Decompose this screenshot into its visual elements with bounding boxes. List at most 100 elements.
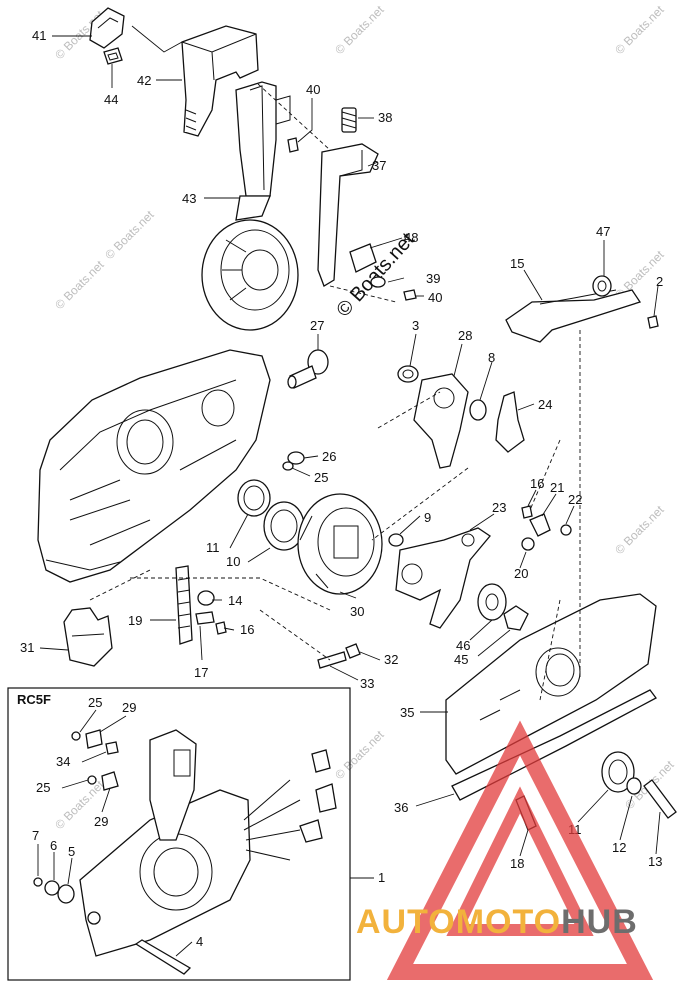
watermark-text: © Boats.net — [612, 502, 667, 557]
part-16-screw — [215, 621, 227, 635]
callout-1: 1 — [378, 870, 385, 885]
callout-32: 32 — [384, 652, 398, 667]
part-29-link — [101, 771, 119, 791]
callout-14: 14 — [228, 593, 242, 608]
callout-6: 6 — [50, 838, 57, 853]
callout-31: 31 — [20, 640, 34, 655]
part-17-plate — [195, 611, 215, 625]
callout-39: 39 — [426, 271, 440, 286]
callout-33: 33 — [360, 676, 374, 691]
callout-10: 10 — [226, 554, 240, 569]
part-25-clip — [282, 461, 294, 471]
part-43-lever-arm — [235, 81, 277, 197]
watermark-text: © Boats.net — [332, 727, 387, 782]
callout-26: 26 — [322, 449, 336, 464]
part-9-roller — [388, 533, 404, 547]
callout-7: 7 — [32, 828, 39, 843]
part-32-nut — [345, 643, 361, 659]
callout-4: 4 — [196, 934, 203, 949]
callout-20: 20 — [514, 566, 528, 581]
part-31-bracket — [63, 607, 113, 667]
part-21-spring — [529, 513, 551, 537]
logo-part-moto: MOTO — [455, 903, 562, 941]
callout-22: 22 — [568, 492, 582, 507]
part-40-bolt — [403, 289, 417, 301]
part-16-screw — [521, 505, 533, 519]
callout-3: 3 — [412, 318, 419, 333]
part-11-ring — [601, 751, 635, 793]
callout-19: 19 — [128, 613, 142, 628]
part-5-bushing — [57, 884, 75, 904]
logo-part-hub: HUB — [561, 903, 638, 941]
part-29-link — [85, 729, 103, 749]
callout-12: 12 — [612, 840, 626, 855]
callout-37: 37 — [372, 158, 386, 173]
callout-8: 8 — [488, 350, 495, 365]
part-46-gear — [477, 583, 507, 621]
part-6-washer — [44, 880, 60, 896]
part-24-cam — [495, 391, 525, 453]
callout-36: 36 — [394, 800, 408, 815]
part-35-cover — [445, 593, 657, 775]
part-15-lever — [505, 289, 642, 343]
watermark-text: © Boats.net — [52, 257, 107, 312]
part-39-washer — [370, 276, 386, 288]
watermark-text: © Boats.net — [102, 207, 157, 262]
callout-35: 35 — [400, 705, 414, 720]
callout-24: 24 — [538, 397, 552, 412]
callout-11: 11 — [206, 540, 220, 555]
callout-29: 29 — [94, 814, 108, 829]
part-11-ring — [237, 479, 271, 517]
callout-45: 45 — [454, 652, 468, 667]
part-20-bushing — [521, 537, 535, 551]
part-43-hub — [201, 219, 299, 331]
part-housing — [37, 349, 271, 583]
part-28-bracket — [413, 373, 469, 469]
callout-21: 21 — [550, 480, 564, 495]
part-25-clip — [71, 731, 81, 741]
watermark-text: © Boats.net — [612, 2, 667, 57]
callout-40: 40 — [428, 290, 442, 305]
callout-28: 28 — [458, 328, 472, 343]
part-33-bolt — [317, 651, 347, 669]
callout-2: 2 — [656, 274, 663, 289]
part-25-clip — [87, 775, 97, 785]
callout-13: 13 — [648, 854, 662, 869]
callout-30: 30 — [350, 604, 364, 619]
part-40-screw — [287, 137, 299, 153]
callout-29: 29 — [122, 700, 136, 715]
callout-38: 38 — [378, 110, 392, 125]
callout-42: 42 — [137, 73, 151, 88]
part-3-washer — [397, 365, 419, 383]
part-45-clip — [503, 605, 529, 631]
inset-frame — [7, 687, 351, 981]
callout-18: 18 — [510, 856, 524, 871]
callout-9: 9 — [424, 510, 431, 525]
callout-25: 25 — [36, 780, 50, 795]
part-2-screw — [647, 315, 659, 329]
logo-triangle-icon — [386, 720, 654, 980]
callout-43: 43 — [182, 191, 196, 206]
inset-remote-control — [79, 729, 337, 957]
part-44-plate — [103, 47, 123, 65]
part-41-cap — [89, 7, 125, 49]
part-23-linkage — [395, 527, 491, 629]
part-7-nut — [33, 877, 43, 887]
callout-17: 17 — [194, 665, 208, 680]
callout-41: 41 — [32, 28, 46, 43]
callout-25: 25 — [88, 695, 102, 710]
part-34-pin — [105, 741, 119, 755]
callout-23: 23 — [492, 500, 506, 515]
inset-title: RC5F — [17, 692, 51, 707]
leader-lines — [37, 25, 661, 957]
part-13-bolt — [643, 779, 677, 819]
part-19-gear-rack — [175, 565, 193, 645]
callout-15: 15 — [510, 256, 524, 271]
callout-16: 16 — [240, 622, 254, 637]
callout-46: 46 — [456, 638, 470, 653]
callout-48: 48 — [404, 230, 418, 245]
part-4-bolt — [134, 939, 192, 975]
part-48-clip — [349, 243, 377, 273]
part-38-spring — [341, 107, 357, 133]
